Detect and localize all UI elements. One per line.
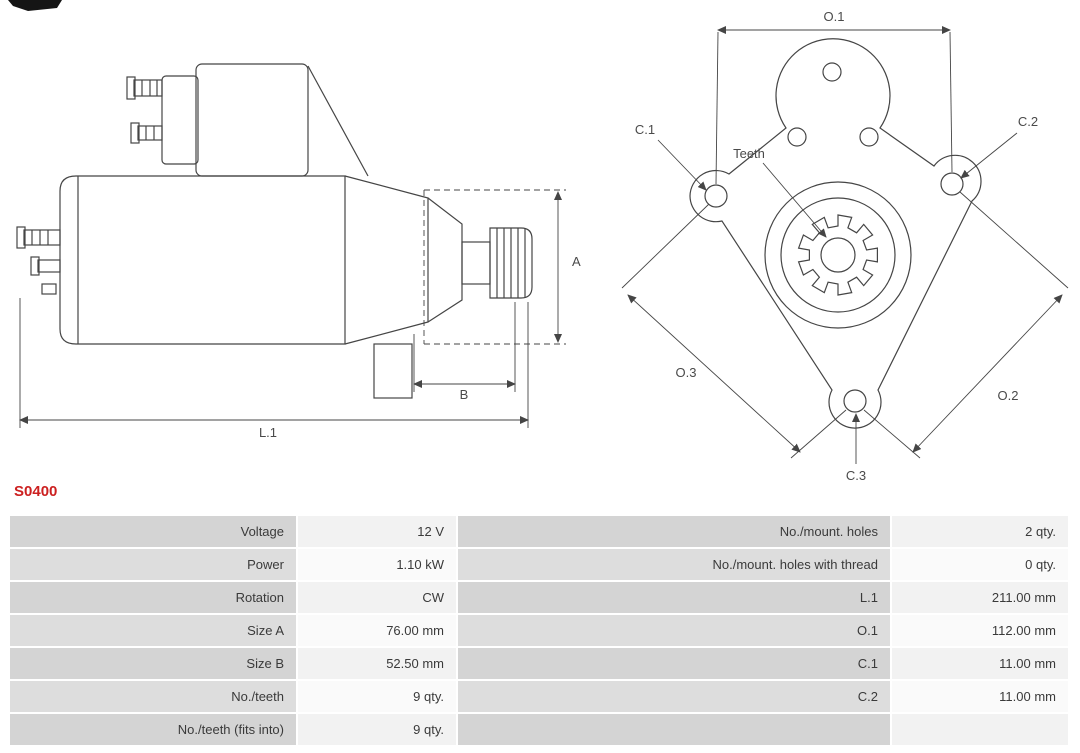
dim-label-c1: C.1: [635, 122, 655, 137]
dim-label-teeth: Teeth: [733, 146, 765, 161]
small-hole-right: [859, 127, 879, 147]
spec-label: O.1: [458, 615, 890, 646]
nose-cone: [427, 197, 463, 323]
drive-housing: [344, 175, 429, 345]
starter-front-view: [689, 38, 982, 429]
spec-label: Size A: [10, 615, 296, 646]
mounting-foot: [373, 343, 413, 399]
spec-label: No./teeth: [10, 681, 296, 712]
spec-value: 2 qty.: [892, 516, 1068, 547]
spec-label: No./mount. holes with thread: [458, 549, 890, 580]
spec-value: 52.50 mm: [298, 648, 456, 679]
spec-value: 9 qty.: [298, 714, 456, 745]
shaft-bore: [820, 237, 856, 273]
pilot-boss-outer: [764, 181, 912, 329]
dim-label-l1: L.1: [259, 425, 277, 440]
spec-value: 1.10 kW: [298, 549, 456, 580]
spec-value: 12 V: [298, 516, 456, 547]
mount-hole-c1: [704, 184, 728, 208]
solenoid: [126, 63, 309, 177]
rear-terminals: [16, 226, 61, 295]
technical-drawing: L.1 B A: [8, 0, 1069, 482]
front-view-dimensions: [621, 26, 1069, 464]
spec-label: Size B: [10, 648, 296, 679]
spec-value: CW: [298, 582, 456, 613]
spec-value: 76.00 mm: [298, 615, 456, 646]
spec-value: 9 qty.: [298, 681, 456, 712]
bracket-edge: [307, 65, 369, 177]
shaft: [461, 241, 491, 285]
spec-label: No./mount. holes: [458, 516, 890, 547]
spec-table: Voltage 12 V No./mount. holes 2 qty. Pow…: [10, 516, 1068, 745]
spec-label: C.2: [458, 681, 890, 712]
dim-label-o1: O.1: [824, 9, 845, 24]
spec-label: No./teeth (fits into): [10, 714, 296, 745]
pilot-boss-inner: [780, 197, 896, 313]
part-number: S0400: [14, 483, 58, 500]
spec-label: [458, 714, 890, 745]
motor-body: [59, 175, 346, 345]
spec-value: 11.00 mm: [892, 648, 1068, 679]
dome-hole: [822, 62, 842, 82]
dim-label-o3: O.3: [676, 365, 697, 380]
dim-label-o2: O.2: [998, 388, 1019, 403]
side-view-dimensions: [19, 189, 566, 428]
spec-label: L.1: [458, 582, 890, 613]
spec-label: Rotation: [10, 582, 296, 613]
logo-fragment: [8, 0, 62, 11]
small-hole-left: [787, 127, 807, 147]
mount-hole-c3: [843, 389, 867, 413]
starter-side-view: [16, 63, 533, 399]
spec-value: 112.00 mm: [892, 615, 1068, 646]
dim-label-c2: C.2: [1018, 114, 1038, 129]
spec-label: Power: [10, 549, 296, 580]
flange-outline: [689, 38, 982, 429]
spec-label: Voltage: [10, 516, 296, 547]
spec-value: 11.00 mm: [892, 681, 1068, 712]
spec-value: 211.00 mm: [892, 582, 1068, 613]
mount-hole-c2: [940, 172, 964, 196]
pinion-gear: [489, 227, 533, 299]
spec-value: 0 qty.: [892, 549, 1068, 580]
spline-teeth: [797, 214, 878, 296]
spec-label: C.1: [458, 648, 890, 679]
dim-label-b: B: [460, 387, 469, 402]
dim-label-c3: C.3: [846, 468, 866, 482]
spec-value: [892, 714, 1068, 745]
dim-label-a: A: [572, 254, 581, 269]
